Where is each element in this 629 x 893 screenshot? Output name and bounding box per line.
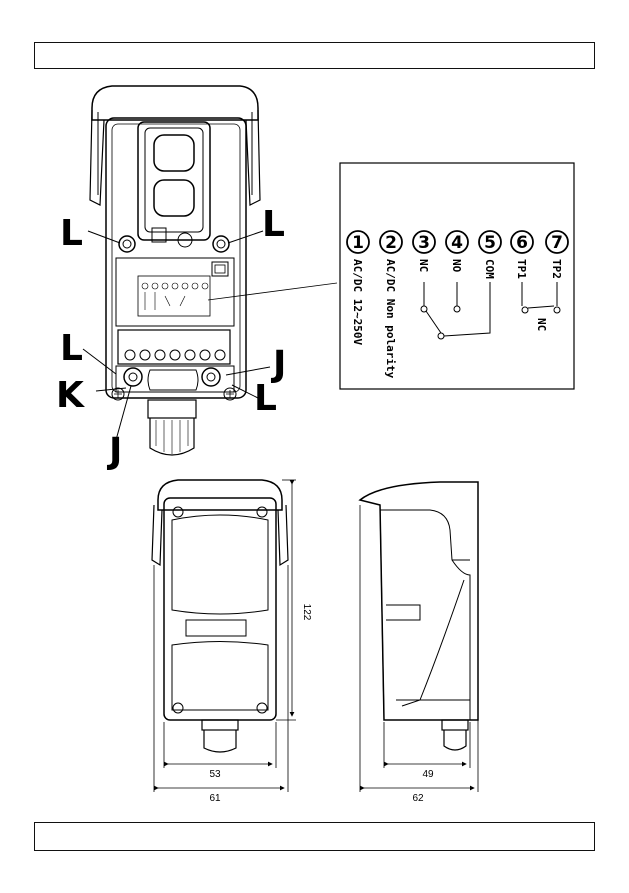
dim-front-inner-width: 53 <box>209 769 221 780</box>
terminal-1-number: 1 <box>352 233 364 253</box>
terminal-6-number: 6 <box>516 233 528 253</box>
tamper-nc-label: NC <box>535 318 548 331</box>
callout-L-top-right: L <box>262 204 285 245</box>
wiring-panel <box>340 163 574 389</box>
terminal-3-number: 3 <box>418 233 430 253</box>
callout-L-top-left: L <box>60 213 83 254</box>
terminal-2-label: AC/DC Non polarity <box>384 259 397 379</box>
terminal-1-label: AC/DC 12~250V <box>351 259 364 345</box>
side-view <box>360 482 478 750</box>
open-detector-view <box>90 86 260 455</box>
callout-L-mid-left: L <box>60 328 83 369</box>
terminal-6-label: TP1 <box>515 259 528 279</box>
terminal-5-label: COM <box>483 259 496 279</box>
front-view <box>152 480 288 752</box>
dim-side-inner-depth: 49 <box>422 769 434 780</box>
terminal-3-label: NC <box>417 259 430 272</box>
dim-front-height: 122 <box>301 604 312 621</box>
terminal-7-number: 7 <box>551 233 563 253</box>
dim-front-outer-width: 61 <box>209 793 221 804</box>
wiring-leader-line <box>208 283 337 300</box>
dim-side-outer-depth: 62 <box>412 793 424 804</box>
callout-J-bottom: J <box>106 431 122 472</box>
terminal-4-number: 4 <box>451 233 463 253</box>
terminal-2-number: 2 <box>385 233 397 253</box>
terminal-7-label: TP2 <box>550 259 563 279</box>
callout-L-bottom-right: L <box>254 378 277 419</box>
terminal-5-number: 5 <box>484 233 496 253</box>
callout-K: K <box>56 375 85 416</box>
terminal-4-label: NO <box>450 259 463 273</box>
callout-leaders <box>83 231 270 440</box>
